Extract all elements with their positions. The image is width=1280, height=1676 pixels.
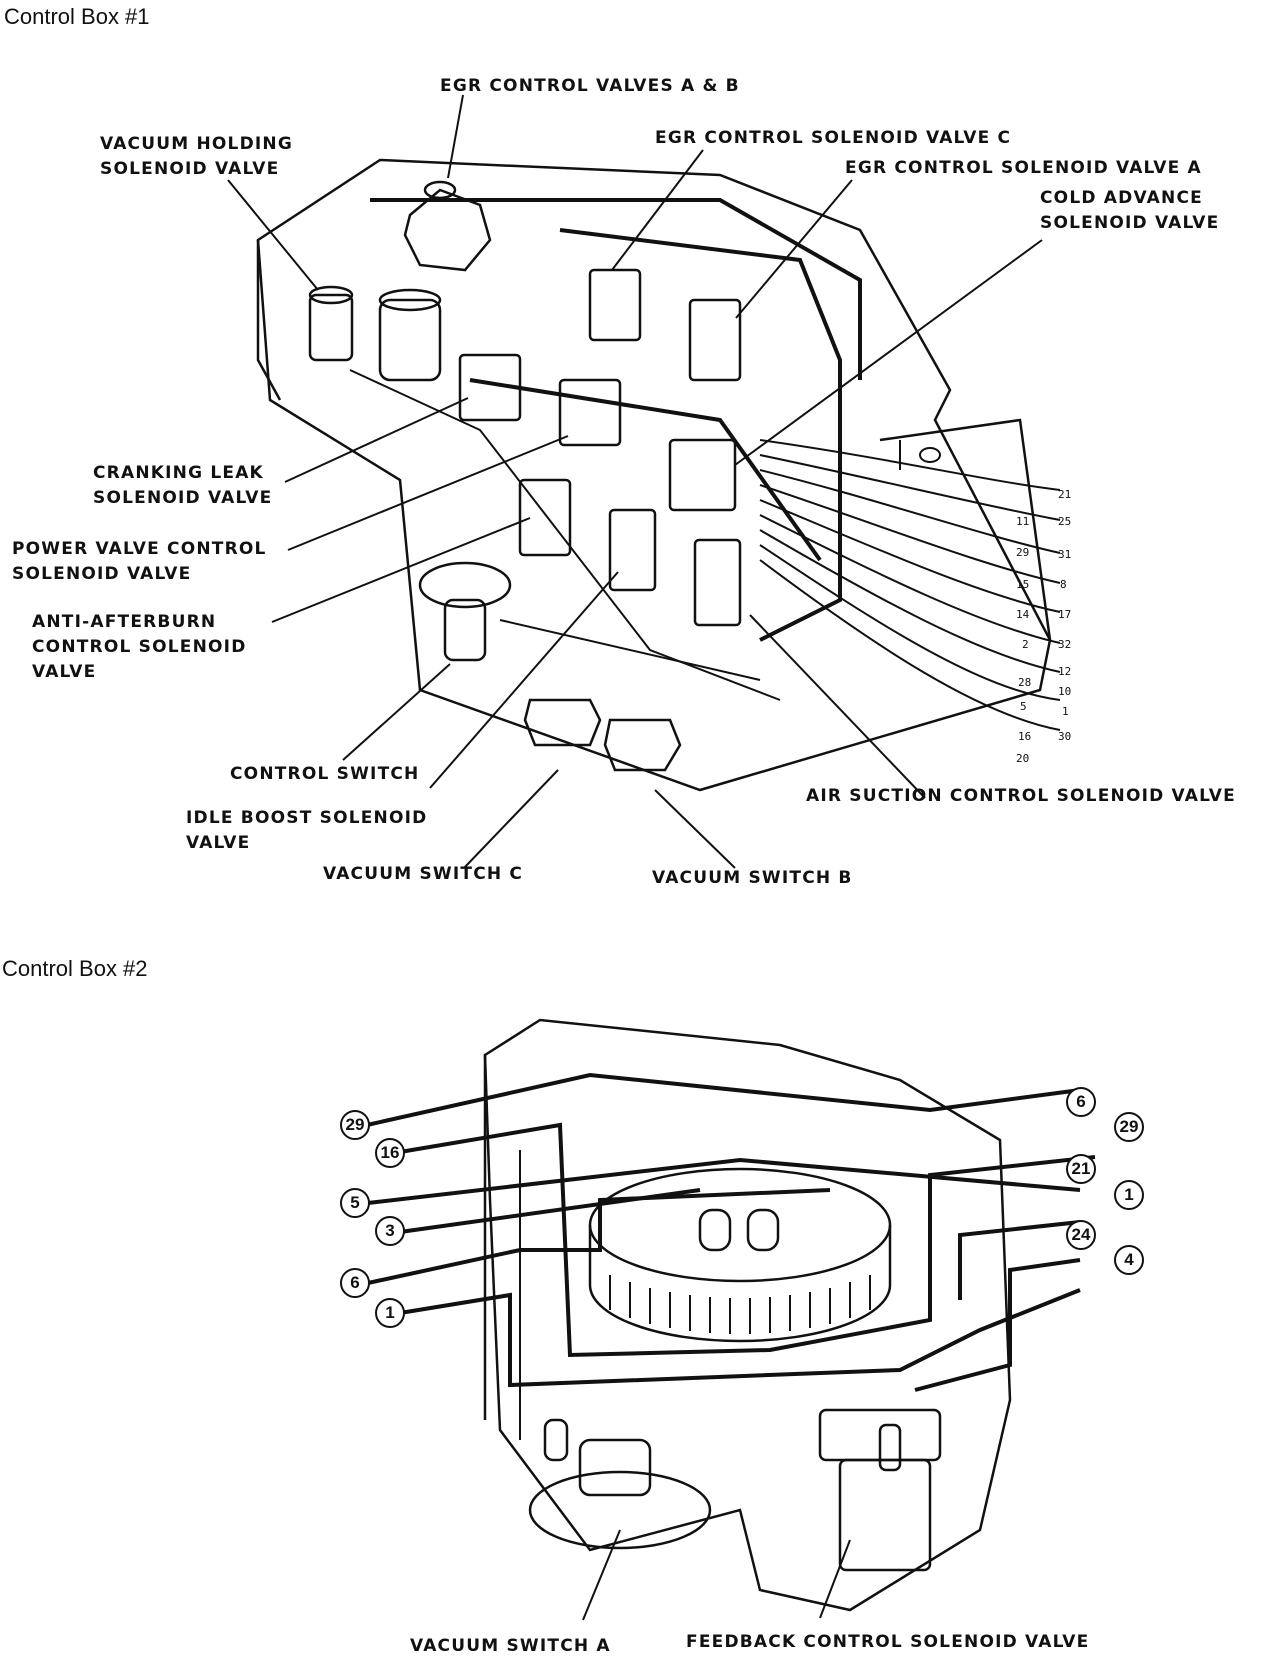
- label-vacuum-switch-c: VACUUM SWITCH C: [323, 864, 524, 884]
- tube-number: 32: [1058, 638, 1072, 651]
- hose-callout: 3: [375, 1216, 405, 1246]
- hose-callout: 29: [340, 1110, 370, 1140]
- label-line: POWER VALVE CONTROL: [12, 539, 267, 559]
- label-line: VALVE: [32, 662, 97, 682]
- label-line: SOLENOID VALVE: [93, 488, 273, 508]
- hose-callout: 21: [1066, 1154, 1096, 1184]
- label-power-valve-control-solenoid-valve: POWER VALVE CONTROL SOLENOID VALVE: [12, 537, 267, 587]
- tube-number: 12: [1058, 665, 1072, 678]
- tube-number: 5: [1020, 700, 1027, 713]
- tube-number: 17: [1058, 608, 1072, 621]
- hose-callout: 6: [340, 1268, 370, 1298]
- tube-number: 21: [1058, 488, 1072, 501]
- tube-number: 15: [1016, 578, 1030, 591]
- tube-number: 11: [1016, 515, 1030, 528]
- label-vacuum-switch-b: VACUUM SWITCH B: [652, 868, 853, 888]
- filter-shape: [378, 288, 442, 382]
- hose-callout: 4: [1114, 1245, 1144, 1275]
- hose-callout: 16: [375, 1138, 405, 1168]
- label-line: SOLENOID VALVE: [12, 564, 192, 584]
- tube-number: 31: [1058, 548, 1072, 561]
- control-switch-shape: [418, 561, 512, 662]
- control-box-1-drawing: [227, 94, 1061, 869]
- hose-callout: 24: [1066, 1220, 1096, 1250]
- tube-number: 2: [1022, 638, 1029, 651]
- egr-control-valves-shape: [403, 180, 492, 272]
- label-vacuum-holding-solenoid-valve: VACUUM HOLDING SOLENOID VALVE: [100, 132, 293, 182]
- hose-callout: 29: [1114, 1112, 1144, 1142]
- label-anti-afterburn-control-solenoid-valve: ANTI-AFTERBURN CONTROL SOLENOID VALVE: [32, 610, 247, 685]
- label-line: VALVE: [186, 833, 251, 853]
- label-air-suction-control-solenoid-valve: AIR SUCTION CONTROL SOLENOID VALVE: [806, 786, 1236, 806]
- hose-callout: 1: [1114, 1180, 1144, 1210]
- tube-number: 14: [1016, 608, 1030, 621]
- tube-number: 25: [1058, 515, 1072, 528]
- label-idle-boost-solenoid-valve: IDLE BOOST SOLENOID VALVE: [186, 806, 427, 856]
- label-line: SOLENOID VALVE: [100, 159, 280, 179]
- tube-number: 20: [1016, 752, 1030, 765]
- label-line: ANTI-AFTERBURN: [32, 612, 217, 632]
- tube-number: 28: [1018, 676, 1032, 689]
- tube-number: 1: [1062, 705, 1069, 718]
- label-line: VACUUM HOLDING: [100, 134, 294, 154]
- label-vacuum-switch-a: VACUUM SWITCH A: [410, 1636, 611, 1656]
- label-cold-advance-solenoid-valve: COLD ADVANCE SOLENOID VALVE: [1040, 186, 1219, 236]
- label-egr-control-solenoid-valve-c: EGR CONTROL SOLENOID VALVE C: [655, 128, 1012, 148]
- tube-number: 10: [1058, 685, 1072, 698]
- control-box-1-title: Control Box #1: [4, 4, 150, 29]
- hose-callout: 6: [1066, 1087, 1096, 1117]
- label-line: COLD ADVANCE: [1040, 188, 1203, 208]
- tube-number: 30: [1058, 730, 1072, 743]
- filter-ribs: [609, 1275, 871, 1334]
- label-cranking-leak-solenoid-valve: CRANKING LEAK SOLENOID VALVE: [93, 461, 272, 511]
- label-line: SOLENOID VALVE: [1040, 213, 1220, 233]
- tube-number: 16: [1018, 730, 1032, 743]
- label-egr-control-solenoid-valve-a: EGR CONTROL SOLENOID VALVE A: [845, 158, 1202, 178]
- vacuum-holding-valve-shape: [308, 285, 354, 362]
- control-box-2-title: Control Box #2: [2, 956, 148, 981]
- label-feedback-control-solenoid-valve: FEEDBACK CONTROL SOLENOID VALVE: [686, 1632, 1090, 1652]
- hose-callout: 5: [340, 1188, 370, 1218]
- hose-callout: 1: [375, 1298, 405, 1328]
- tube-number: 8: [1060, 578, 1067, 591]
- tube-number: 29: [1016, 546, 1030, 559]
- label-control-switch: CONTROL SWITCH: [230, 764, 420, 784]
- label-line: IDLE BOOST SOLENOID: [186, 808, 428, 828]
- label-line: CONTROL SOLENOID: [32, 637, 247, 657]
- label-egr-control-valves-a-b: EGR CONTROL VALVES A & B: [440, 76, 740, 96]
- label-line: CRANKING LEAK: [93, 463, 264, 483]
